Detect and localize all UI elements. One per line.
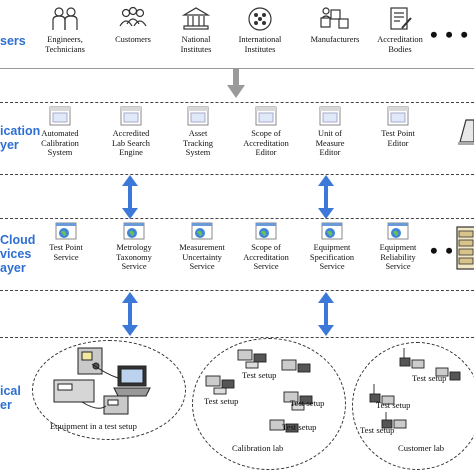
user-label: Engineers, Technicians bbox=[45, 35, 85, 54]
globe-window-icon bbox=[123, 222, 145, 240]
accreditation-bodies-icon bbox=[390, 7, 412, 30]
app-label: Unit of Measure Editor bbox=[315, 129, 345, 158]
user-label: National Institutes bbox=[180, 35, 212, 54]
app-unit-of-measure-editor: Unit of Measure Editor bbox=[302, 106, 358, 158]
window-icon bbox=[387, 106, 409, 126]
app-label: Asset Tracking System bbox=[183, 129, 213, 158]
application-bottom-divider bbox=[0, 174, 474, 175]
document-stand-icon bbox=[458, 119, 474, 145]
customer-lab-oval bbox=[352, 342, 474, 470]
service-measurement-uncertainty: Measurement Uncertainty Service bbox=[170, 222, 234, 272]
app-cloud-double-arrow-left bbox=[122, 175, 138, 219]
app-asset-tracking: Asset Tracking System bbox=[170, 106, 226, 158]
app-label: Accredited Lab Search Engine bbox=[112, 129, 150, 158]
app-label: Automated Calibration System bbox=[41, 129, 79, 158]
service-label: Measurement Uncertainty Service bbox=[179, 243, 225, 272]
users-ellipsis: • • • bbox=[430, 22, 470, 47]
app-scope-editor: Scope of Accreditation Editor bbox=[234, 106, 298, 158]
user-label: International Institutes bbox=[238, 35, 282, 54]
service-metrology-taxonomy: Metrology Taxonomy Service bbox=[104, 222, 164, 272]
cloud-top-divider bbox=[0, 218, 474, 219]
service-label: Scope of Accreditation Service bbox=[243, 243, 289, 272]
equipment-setup-oval bbox=[32, 340, 186, 440]
customer-lab-devices-icon bbox=[369, 348, 461, 429]
calibration-test-setup-label-2: Test setup bbox=[204, 396, 239, 406]
user-accreditation-bodies: Accreditation Bodies bbox=[370, 6, 430, 54]
customer-test-setup-label-3: Test setup bbox=[360, 425, 395, 435]
physical-top-divider bbox=[0, 337, 474, 338]
equipment-setup-label: Equipment in a test setup bbox=[50, 421, 137, 431]
users-layer-label: sers bbox=[0, 34, 26, 48]
customer-lab-label: Customer lab bbox=[398, 443, 445, 453]
physical-layer-label: ical er bbox=[0, 384, 21, 412]
app-test-point-editor: Test Point Editor bbox=[370, 106, 426, 148]
engineers-icon bbox=[52, 7, 78, 30]
globe-window-icon bbox=[255, 222, 277, 240]
cloud-physical-double-arrow-right bbox=[318, 292, 334, 336]
customer-test-setup-label-1: Test setup bbox=[412, 373, 447, 383]
window-icon bbox=[319, 106, 341, 126]
cloud-services-layer-label: Cloud vices ayer bbox=[0, 233, 36, 275]
customer-test-setup-label-2: Test setup bbox=[376, 400, 411, 410]
app-cloud-double-arrow-right bbox=[318, 175, 334, 219]
service-test-point: Test Point Service bbox=[36, 222, 96, 262]
calibration-test-setup-label-4: Test setup bbox=[282, 422, 317, 432]
calibration-test-setup-label-3: Test setup bbox=[290, 398, 325, 408]
service-label: Equipment Specification Service bbox=[309, 243, 355, 272]
app-accredited-lab-search: Accredited Lab Search Engine bbox=[99, 106, 163, 158]
window-icon bbox=[187, 106, 209, 126]
customers-icon bbox=[119, 6, 147, 27]
equipment-devices-icon bbox=[53, 347, 151, 415]
window-icon bbox=[255, 106, 277, 126]
globe-window-icon bbox=[191, 222, 213, 240]
app-automated-calibration: Automated Calibration System bbox=[32, 106, 88, 158]
service-label: Metrology Taxonomy Service bbox=[116, 243, 152, 272]
app-label: Test Point Editor bbox=[381, 129, 415, 148]
service-label: Equipment Reliability Service bbox=[379, 243, 417, 272]
service-scope-of-accreditation: Scope of Accreditation Service bbox=[234, 222, 298, 272]
application-top-divider bbox=[0, 102, 474, 103]
calibration-lab-devices-icon bbox=[205, 349, 313, 433]
window-icon bbox=[120, 106, 142, 126]
manufacturers-icon bbox=[320, 7, 349, 29]
calibration-lab-label: Calibration lab bbox=[232, 443, 284, 453]
cloud-bottom-divider bbox=[0, 290, 474, 291]
user-manufacturers: Manufacturers bbox=[300, 6, 370, 45]
cloud-physical-double-arrow-left bbox=[122, 292, 138, 336]
users-down-arrow bbox=[227, 68, 245, 98]
service-equipment-reliability: Equipment Reliability Service bbox=[366, 222, 430, 272]
user-international-institutes: International Institutes bbox=[228, 6, 292, 54]
window-icon bbox=[49, 106, 71, 126]
user-label: Customers bbox=[115, 35, 151, 44]
calibration-lab-oval bbox=[192, 338, 346, 470]
user-label: Manufacturers bbox=[310, 35, 360, 44]
user-customers: Customers bbox=[103, 6, 163, 45]
service-equipment-specification: Equipment Specification Service bbox=[298, 222, 366, 272]
user-engineers: Engineers, Technicians bbox=[32, 6, 98, 54]
globe-window-icon bbox=[55, 222, 77, 240]
user-label: Accreditation Bodies bbox=[377, 35, 423, 54]
national-institute-icon bbox=[181, 7, 211, 30]
globe-window-icon bbox=[321, 222, 343, 240]
user-national-institutes: National Institutes bbox=[166, 6, 226, 54]
server-rack-icon bbox=[456, 226, 474, 270]
calibration-test-setup-label-1: Test setup bbox=[242, 370, 277, 380]
international-institute-icon bbox=[248, 7, 272, 31]
app-label: Scope of Accreditation Editor bbox=[243, 129, 289, 158]
application-layer-label: ication yer bbox=[0, 124, 41, 152]
globe-window-icon bbox=[387, 222, 409, 240]
service-label: Test Point Service bbox=[49, 243, 83, 262]
